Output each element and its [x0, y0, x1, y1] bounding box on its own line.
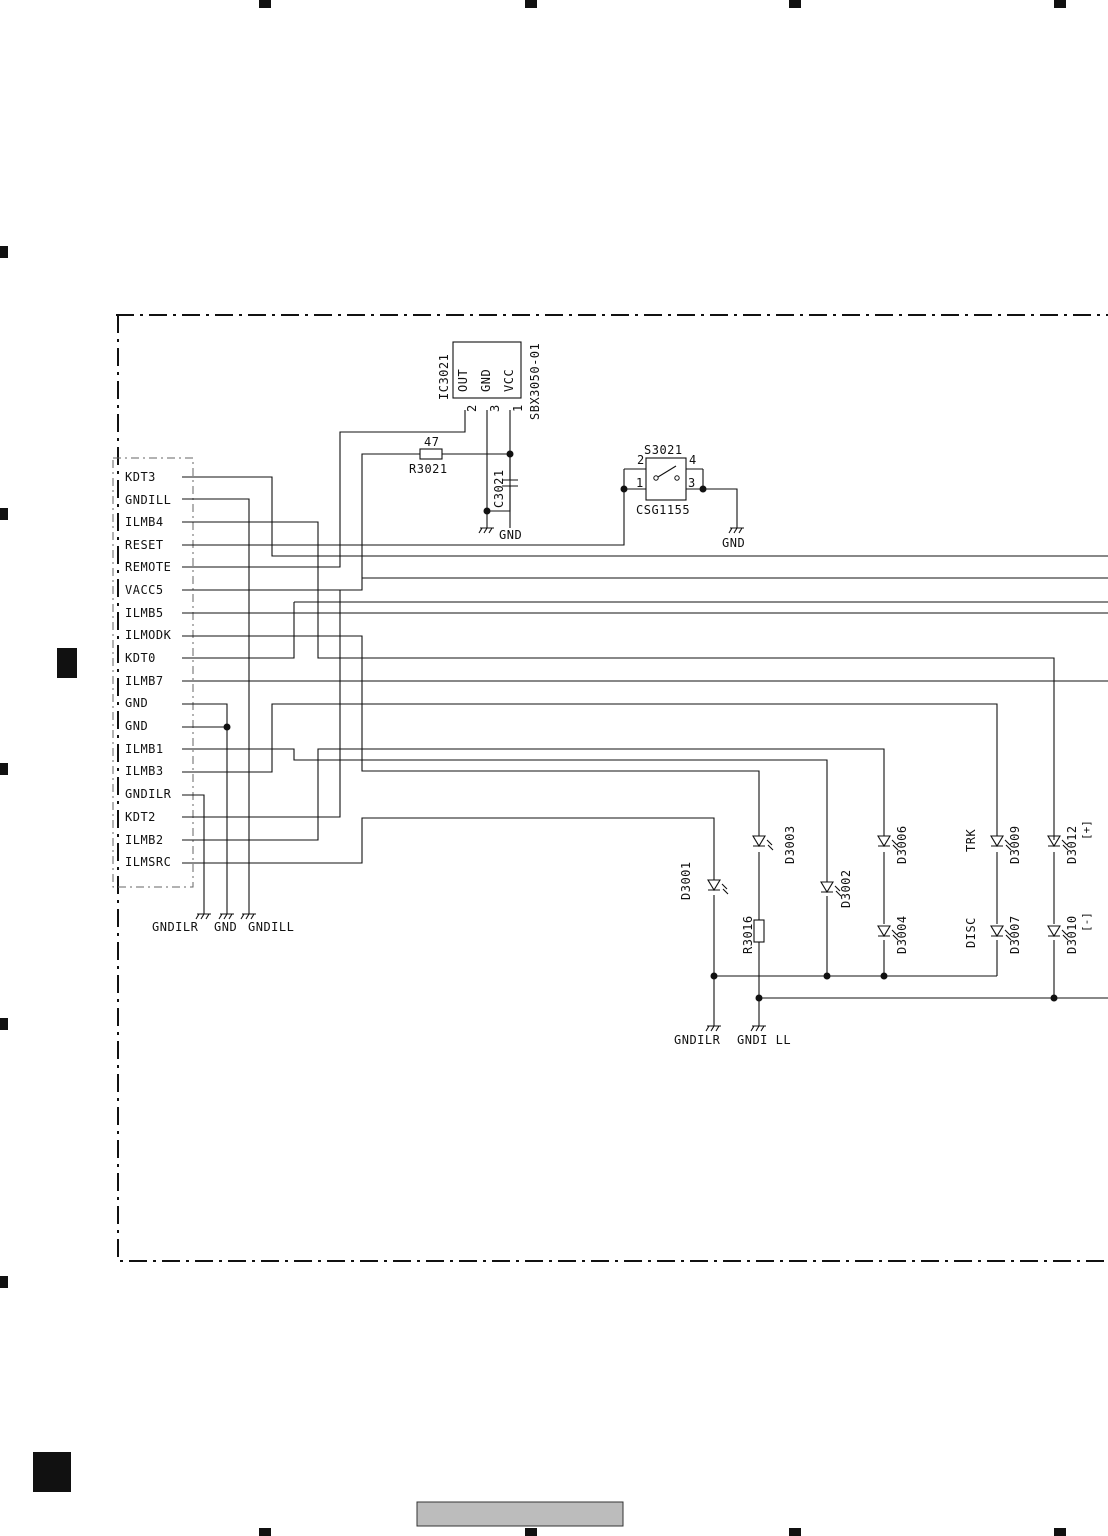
leds: D3001 D3003 R3016 D3002 D3006 D3 — [679, 820, 1093, 954]
board-frame — [116, 314, 1108, 1262]
pin-label: RESET — [125, 538, 164, 552]
pin-label: ILMB4 — [125, 515, 164, 529]
d3001-ref: D3001 — [679, 861, 693, 900]
ic-num-out: 2 — [465, 404, 479, 412]
pin-label: GNDILL — [125, 493, 171, 507]
d3010-ref: D3010 — [1065, 915, 1079, 954]
d3006-ref: D3006 — [895, 825, 909, 864]
pin-label: KDT0 — [125, 651, 156, 665]
pin-label: ILMB3 — [125, 764, 164, 778]
pin-label: GNDILR — [125, 787, 172, 801]
pin-label: ILMB2 — [125, 833, 164, 847]
s3021-pin3: 3 — [688, 476, 696, 490]
s3021-pin4: 4 — [689, 453, 697, 467]
ground-label-led-left: GNDILR — [674, 1033, 721, 1047]
d3007-ref: D3007 — [1008, 915, 1022, 954]
r3016-ref: R3016 — [741, 915, 755, 954]
ic3021: IC3021 OUT GND VCC 2 3 1 SBX3050-01 — [437, 341, 542, 420]
ic-pin-out: OUT — [456, 369, 470, 392]
r3021-value: 47 — [424, 435, 439, 449]
pin-label: REMOTE — [125, 560, 171, 574]
registration-marks — [0, 0, 1066, 1536]
footer-bar — [416, 1501, 624, 1527]
capacitor-c3021: C3021 — [487, 454, 518, 512]
s3021-ref: S3021 — [644, 443, 683, 457]
ic-pin-vcc: VCC — [502, 369, 516, 392]
resistor-r3016: R3016 — [741, 915, 765, 954]
s3021-pin1: 1 — [636, 476, 644, 490]
d3003-ref: D3003 — [783, 825, 797, 864]
wires — [182, 410, 1108, 1026]
switch-s3021: S3021 2 4 1 3 CSG1155 — [623, 443, 704, 517]
led-d3004: D3004 — [877, 915, 909, 954]
ic-ref: IC3021 — [437, 354, 451, 400]
plus-label: [+] — [1080, 820, 1093, 840]
pin-label: ILMB7 — [125, 674, 164, 688]
disc-label: DISC — [964, 917, 978, 948]
pin-label: KDT2 — [125, 810, 156, 824]
led-d3006: D3006 — [877, 825, 909, 864]
r3021-ref: R3021 — [409, 462, 448, 476]
led-d3007: D3007 DISC — [964, 915, 1022, 954]
junctions — [223, 450, 1058, 1002]
d3002-ref: D3002 — [839, 869, 853, 908]
pin-label: ILMODK — [125, 628, 172, 642]
trk-label: TRK — [964, 829, 978, 852]
s3021-part: CSG1155 — [636, 503, 690, 517]
connector-outline — [112, 457, 194, 888]
s3021-pin2: 2 — [637, 453, 645, 467]
led-d3012: D3012 [+] — [1047, 820, 1093, 864]
led-d3010: D3010 [-] — [1047, 912, 1093, 954]
pin-label: KDT3 — [125, 470, 156, 484]
ic-part: SBX3050-01 — [528, 343, 542, 420]
ground-label-gndill: GNDILL — [248, 920, 294, 934]
ground-label-gndilr: GNDILR — [152, 920, 199, 934]
ic-num-gnd: 3 — [488, 404, 502, 412]
pin-label: GND — [125, 696, 148, 710]
connector-pins: KDT3 GNDILL ILMB4 RESET REMOTE VACC5 ILM… — [125, 470, 172, 869]
ground-label-gnd: GND — [214, 920, 237, 934]
pin-label: ILMSRC — [125, 855, 171, 869]
c3021-ref: C3021 — [492, 469, 506, 508]
pin-label: GND — [125, 719, 148, 733]
ic-num-vcc: 1 — [511, 404, 525, 412]
d3009-ref: D3009 — [1008, 825, 1022, 864]
pin-label: VACC5 — [125, 583, 164, 597]
ic-ground-label: GND — [499, 528, 522, 542]
ground-symbols: GND GND GNDILR GND GNDILL GNDILR GNDI LL — [152, 527, 791, 1047]
ic-pin-gnd: GND — [479, 369, 493, 392]
switch-ground-label: GND — [722, 536, 745, 550]
minus-label: [-] — [1080, 912, 1093, 932]
led-d3003: D3003 — [752, 825, 797, 864]
led-d3002: D3002 — [820, 869, 853, 908]
led-d3001: D3001 — [679, 861, 729, 900]
pin-label: ILMB1 — [125, 742, 164, 756]
ground-label-led-right: GNDI LL — [737, 1033, 791, 1047]
resistor-r3021: 47 R3021 — [409, 435, 448, 476]
d3004-ref: D3004 — [895, 915, 909, 954]
led-d3009: D3009 TRK — [964, 825, 1022, 864]
pin-label: ILMB5 — [125, 606, 164, 620]
d3012-ref: D3012 — [1065, 825, 1079, 864]
